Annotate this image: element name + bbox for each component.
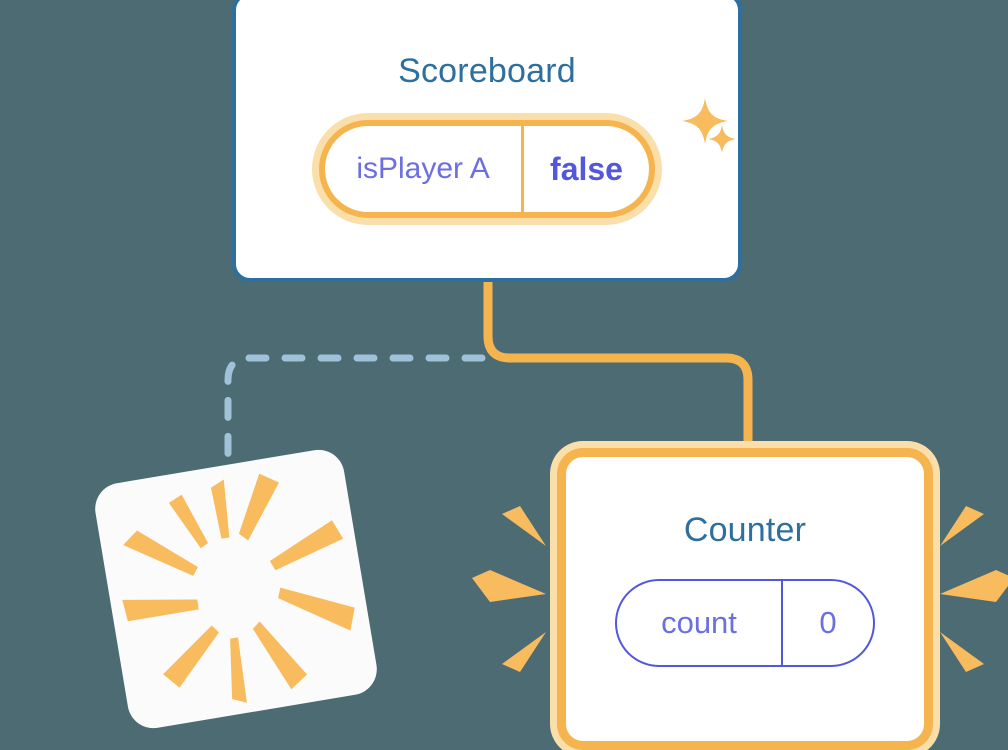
ray-icon xyxy=(210,479,230,539)
ghost-burst-rays xyxy=(122,473,355,703)
ray-icon xyxy=(168,494,209,549)
scoreboard-state-value: false xyxy=(521,126,649,212)
ray-icon xyxy=(230,637,247,703)
ray-icon xyxy=(123,530,198,576)
ray-icon xyxy=(252,621,308,690)
scoreboard-state-key: isPlayer A xyxy=(356,152,490,185)
counter-state-pill[interactable]: count 0 xyxy=(615,579,875,667)
ray-icon xyxy=(122,599,199,622)
node-card-scoreboard[interactable]: Scoreboard isPlayer A false xyxy=(232,0,742,282)
ray-icon xyxy=(269,520,344,571)
sparkle-large-icon xyxy=(682,98,728,144)
scoreboard-state-pill[interactable]: isPlayer A false xyxy=(319,120,655,218)
ray-icon xyxy=(278,587,355,631)
scoreboard-title: Scoreboard xyxy=(398,52,576,90)
connector-scoreboard-to-counter xyxy=(483,277,753,465)
counter-state-value: 0 xyxy=(781,581,873,665)
node-card-ghost[interactable] xyxy=(91,445,381,733)
ray-icon xyxy=(163,625,219,688)
connector-scoreboard-to-ghost xyxy=(224,354,486,474)
ray-icon xyxy=(238,473,280,541)
node-card-counter[interactable]: Counter count 0 xyxy=(557,448,933,750)
sparkle-small-icon xyxy=(708,125,736,153)
counter-state-key: count xyxy=(661,605,737,640)
counter-title: Counter xyxy=(683,511,807,549)
scoreboard-state-pill-wrap: isPlayer A false xyxy=(319,120,655,218)
